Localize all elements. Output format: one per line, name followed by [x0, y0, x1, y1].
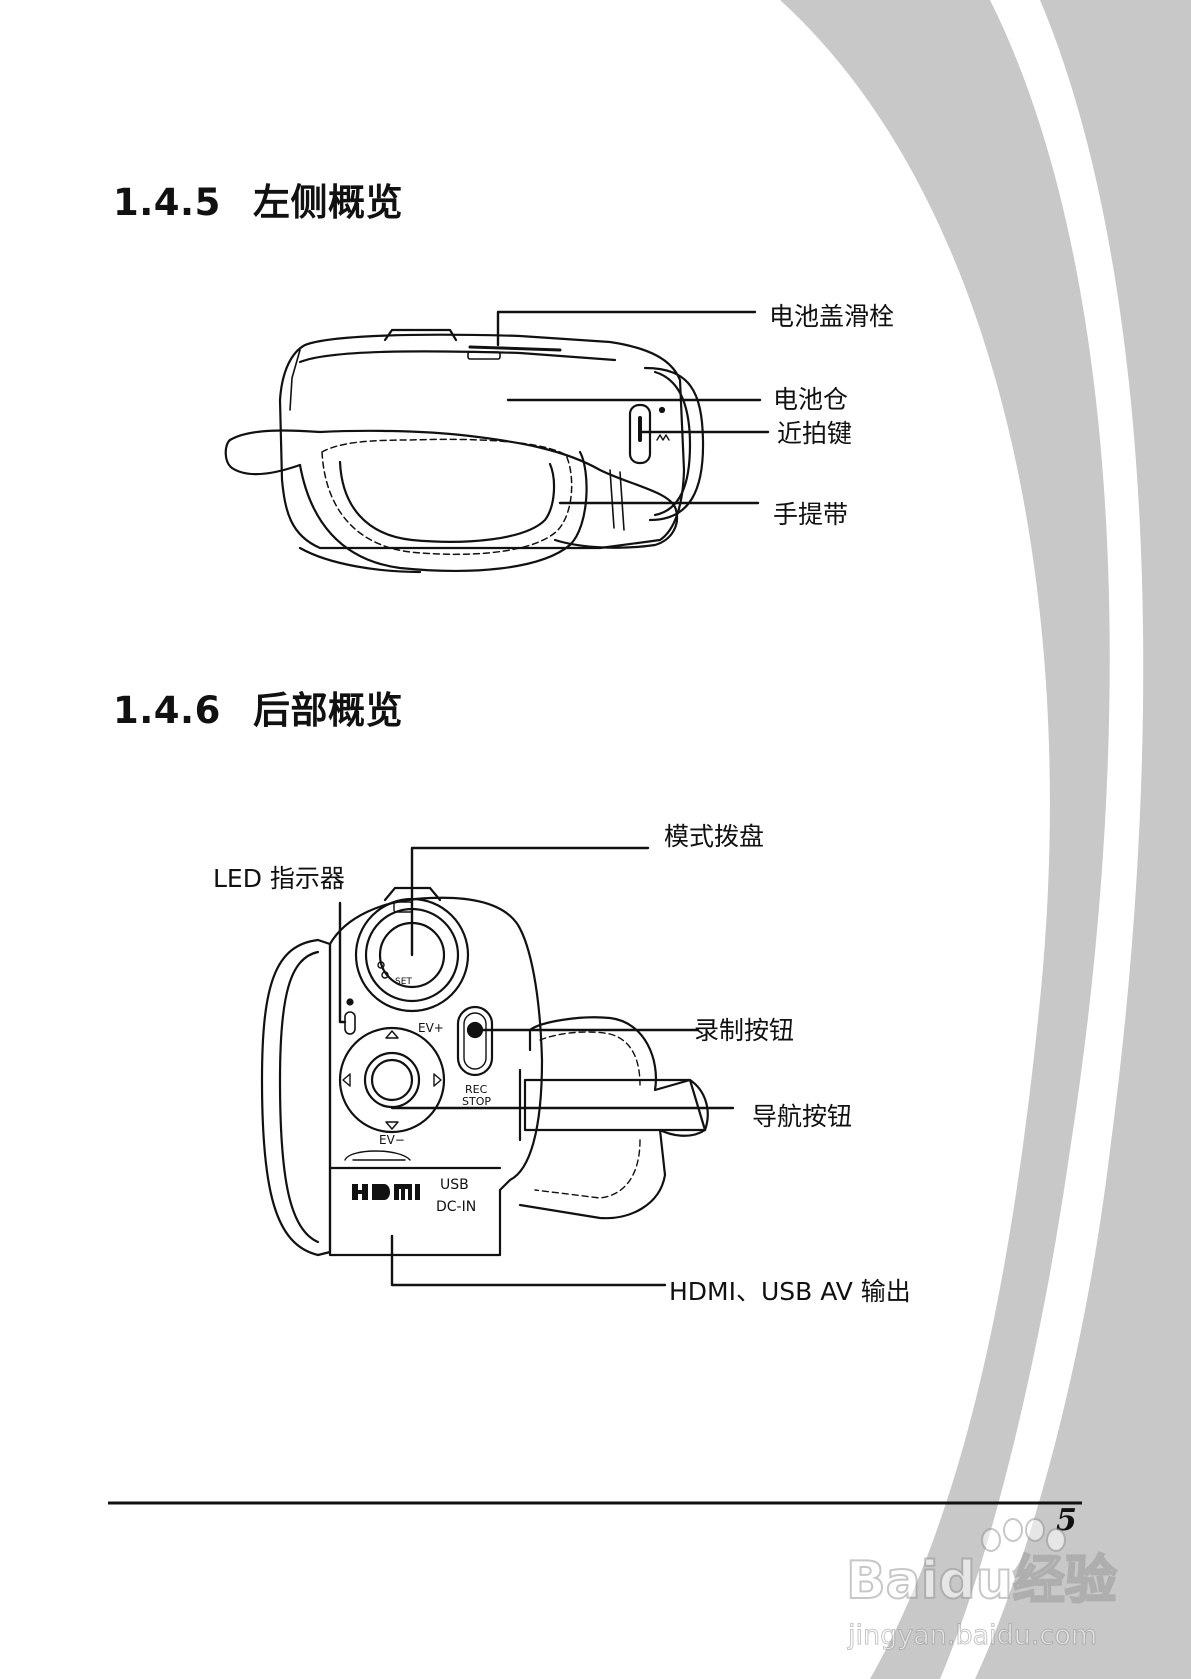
marking-usb: USB — [440, 1177, 469, 1193]
baidu-watermark: Baidu经验 jingyan.baidu.com — [845, 1518, 1176, 1678]
hdmi-logo — [352, 1184, 420, 1200]
section-number: 1.4.6 — [113, 689, 221, 732]
watermark-url: jingyan.baidu.com — [847, 1620, 1098, 1652]
callout-macro-button: 近拍键 — [777, 419, 853, 448]
callout-battery-compartment: 电池仓 — [773, 385, 849, 414]
callout-record-button: 录制按钮 — [694, 1016, 795, 1045]
section-number: 1.4.5 — [113, 181, 221, 224]
marking-set: SET — [395, 977, 412, 987]
marking-dc-in: DC-IN — [436, 1199, 477, 1215]
callout-led-indicator: LED 指示器 — [213, 864, 345, 893]
watermark-brand: Baidu经验 — [845, 1550, 1118, 1612]
leader-hdmi-usb-av — [390, 1234, 667, 1287]
callout-navigation-button: 导航按钮 — [752, 1102, 853, 1131]
section-title: 后部概览 — [253, 689, 403, 732]
callout-hdmi-usb-av-output: HDMI、USB AV 输出 — [669, 1277, 911, 1306]
callout-hand-strap: 手提带 — [773, 500, 849, 529]
callout-mode-dial: 模式拨盘 — [664, 822, 765, 851]
section-heading-rear-view: 1.4.6 后部概览 — [113, 680, 403, 734]
marking-ev-minus: EV− — [379, 1133, 405, 1147]
leader-led-indicator — [338, 901, 347, 1024]
marking-rec: REC — [465, 1083, 488, 1096]
leader-battery-latch — [496, 310, 757, 347]
callout-battery-latch: 电池盖滑栓 — [769, 302, 895, 331]
leader-mode-dial — [410, 846, 650, 957]
marking-ev-plus: EV+ — [418, 1021, 444, 1035]
section-heading-left-view: 1.4.5 左侧概览 — [113, 172, 403, 226]
page-number: 5 — [1056, 1503, 1077, 1538]
section-title: 左侧概览 — [253, 181, 403, 224]
marking-stop: STOP — [462, 1095, 491, 1108]
paw-icon — [981, 1518, 1066, 1552]
